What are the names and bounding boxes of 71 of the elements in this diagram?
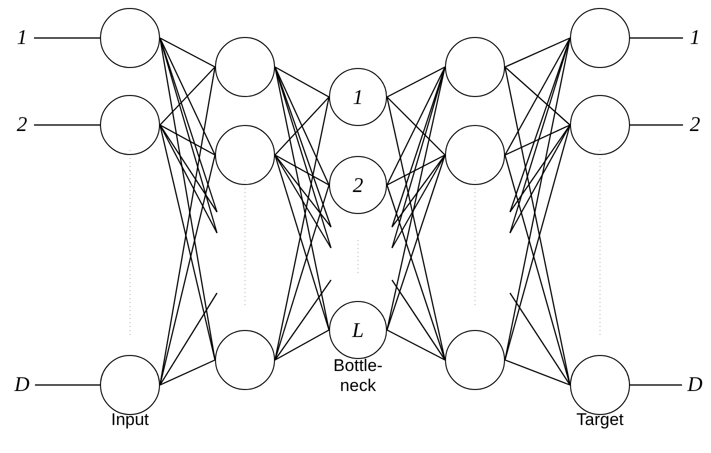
index-label: D: [13, 373, 31, 395]
connection-line: [504, 124, 571, 360]
connection-line: [160, 124, 216, 156]
connection-line: [160, 359, 216, 386]
connection-line: [274, 154, 330, 330]
connection-line: [274, 154, 332, 228]
neuron-circle: [215, 330, 275, 390]
neuron-circle: L: [329, 301, 387, 359]
layer-label: Input: [110, 410, 150, 430]
index-label: 1: [14, 26, 30, 48]
connection-line: [509, 124, 571, 234]
connection-line: [274, 66, 330, 98]
connection-line: [630, 124, 683, 126]
neuron-circle: 1: [329, 68, 387, 126]
connection-line: [386, 66, 446, 98]
layer-label: Bottle-neck: [332, 356, 384, 396]
index-label: 1: [687, 26, 703, 48]
connection-line: [34, 124, 100, 126]
neuron-circle: [215, 37, 275, 97]
neuron-circle: [570, 8, 630, 68]
connection-line: [504, 124, 570, 156]
connection-line: [510, 124, 570, 212]
connection-line: [274, 280, 332, 360]
neuron-circle: [445, 37, 505, 97]
neuron-circle: [445, 125, 505, 185]
connection-line: [504, 38, 571, 156]
connection-line: [159, 124, 216, 360]
neuron-circle: [100, 8, 160, 68]
connection-line: [274, 96, 330, 156]
connection-line: [386, 96, 446, 360]
connection-line: [159, 154, 216, 386]
connection-line: [274, 154, 330, 186]
connection-line: [391, 154, 446, 248]
connection-line: [504, 154, 571, 386]
connection-line: [630, 384, 682, 386]
layer-label: Target: [575, 410, 625, 430]
index-label: 2: [687, 113, 703, 135]
neuron-circle: [100, 355, 160, 415]
connection-line: [159, 124, 218, 234]
connection-line: [386, 154, 446, 186]
index-label: D: [686, 373, 704, 395]
neuron-circle: [445, 330, 505, 390]
connection-line: [160, 37, 216, 68]
neuron-circle: [570, 95, 630, 155]
connection-line: [274, 184, 330, 360]
neuron-circle: [100, 95, 160, 155]
connection-line: [160, 66, 216, 126]
connection-line: [34, 37, 100, 39]
connection-line: [386, 96, 446, 156]
connection-line: [386, 66, 446, 186]
connection-line: [386, 184, 446, 360]
neuron-circle: [570, 355, 630, 415]
connection-line: [630, 37, 683, 39]
connection-line: [504, 37, 570, 68]
neuron-circle: 2: [329, 156, 387, 214]
connection-line: [274, 329, 330, 361]
connection-line: [160, 124, 218, 212]
connection-line: [510, 292, 570, 386]
neuron-circle: [215, 125, 275, 185]
connection-line: [274, 154, 332, 248]
connection-line: [386, 329, 446, 361]
connection-line: [504, 66, 570, 126]
connection-line: [504, 359, 570, 386]
index-label: 2: [14, 113, 30, 135]
connection-line: [392, 280, 446, 360]
connection-line: [274, 66, 330, 186]
connection-line: [35, 384, 100, 386]
connection-line: [159, 38, 216, 156]
connection-line: [159, 292, 218, 386]
connection-line: [386, 154, 446, 330]
connection-line: [392, 154, 446, 228]
